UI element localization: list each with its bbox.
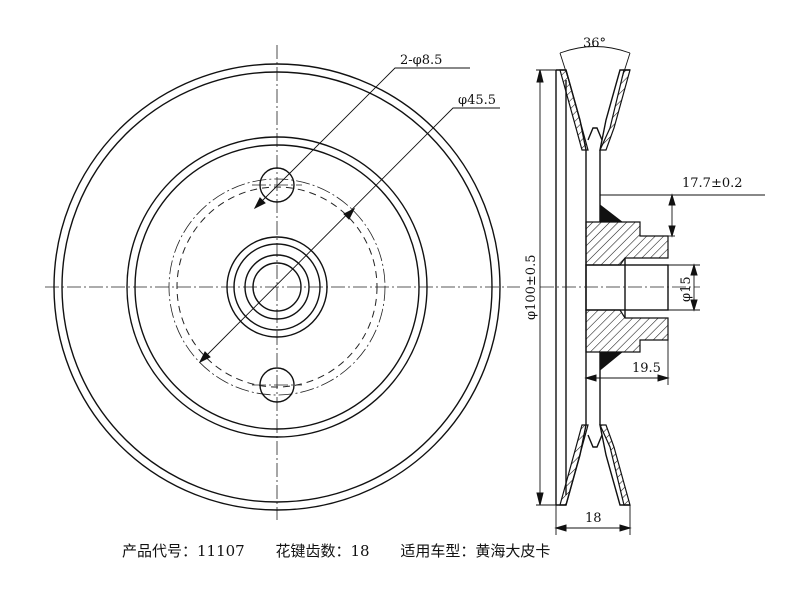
- bottom-flange-left-section: [559, 424, 589, 506]
- hub-upper-section: [585, 221, 669, 266]
- pcd-callout-text: φ45.5: [458, 93, 496, 108]
- hub-length-text: 19.5: [632, 361, 661, 376]
- lower-wedge: [599, 351, 624, 372]
- hole-callout-text: 2-φ8.5: [400, 53, 442, 68]
- pcd-arrow-end: [343, 207, 356, 220]
- spline-teeth-label: 花键齿数：18: [275, 542, 370, 560]
- hole-leader-line: [254, 67, 470, 209]
- web-outer-circle: [126, 136, 428, 438]
- outer-diameter-arrow-top: [536, 69, 544, 83]
- bore-dim-text: φ15: [679, 276, 694, 302]
- bore-outline: [585, 264, 669, 311]
- upper-wedge: [599, 203, 624, 223]
- bore-arrow-top: [690, 263, 698, 276]
- pcd-arrow-start: [198, 351, 211, 364]
- outer-rim-circle: [53, 63, 501, 511]
- groove-angle-text: 36°: [583, 36, 606, 51]
- width-text: 18: [585, 511, 602, 526]
- outer-diameter-arrow-bottom: [536, 492, 544, 506]
- offset-dim-text: 17.7±0.2: [682, 176, 743, 191]
- bottom-groove-bottom: [587, 434, 603, 448]
- hub-lower-section: [585, 309, 669, 353]
- side-view: 36° φ100±0.5: [524, 36, 765, 535]
- hub-length-arrow-right: [657, 374, 670, 382]
- top-flange-right-section: [599, 69, 631, 151]
- application-label: 适用车型：黄海大皮卡: [400, 542, 551, 560]
- product-code-label: 产品代号：11107: [122, 542, 245, 560]
- groove-angle-arc: [559, 46, 631, 54]
- product-caption: 产品代号：11107 花键齿数：18 适用车型：黄海大皮卡: [122, 540, 576, 561]
- hub-length-arrow-left: [584, 374, 597, 382]
- web-step-circle: [134, 144, 420, 430]
- hole-leader-arrow: [253, 197, 266, 210]
- front-view: 2-φ8.5 φ45.5: [45, 45, 520, 520]
- top-flange-left-section: [559, 69, 589, 151]
- width-arrow-right: [619, 524, 632, 532]
- bottom-flange-right-section: [599, 424, 631, 506]
- top-groove-bottom: [587, 127, 603, 141]
- bore-arrow-bottom: [690, 299, 698, 312]
- rim-inner-circle: [61, 71, 493, 503]
- hidden-circle-outer: [176, 186, 378, 388]
- pitch-circle: [168, 178, 386, 396]
- bore-outer-circle: [244, 254, 310, 320]
- outer-diameter-text: φ100±0.5: [524, 255, 539, 320]
- pcd-dimension-line: [199, 107, 500, 363]
- offset-arrow-bottom: [668, 225, 676, 238]
- offset-arrow-top: [668, 193, 676, 206]
- bore-circle: [252, 262, 302, 312]
- hub-outer-circle: [226, 236, 328, 338]
- hub-step-circle: [233, 243, 321, 331]
- width-arrow-left: [554, 524, 567, 532]
